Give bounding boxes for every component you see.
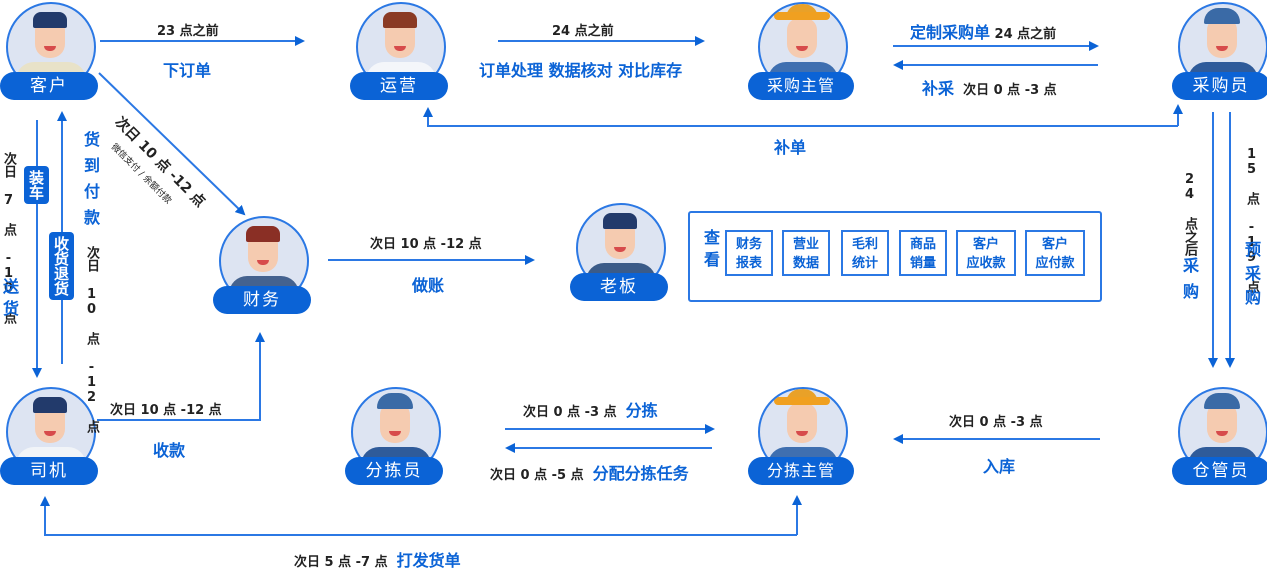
node-customer: 客户 [0,2,100,102]
warehousing-time: 次日 0 点 -3 点 [949,415,1043,430]
view-panel: 查看 财务 报表 营业 数据 毛利 统计 商品 销量 客户 应收款 客户 应付款 [688,211,1102,302]
node-warehouse-keeper: 仓管员 [1172,387,1267,487]
purchase-after-action: 采购 [1180,257,1199,309]
pre-purchase-action: 预采购 [1242,241,1261,313]
view-item-business-data[interactable]: 营业 数据 [782,230,830,276]
collection-time: 次日 10 点 -12 点 [110,403,222,418]
place-order-action: 下订单 [163,61,212,80]
bookkeeping-action: 做账 [412,276,445,295]
print-delivery-label: 次日 5 点 -7 点 打发货单 [294,547,461,571]
view-item-payables[interactable]: 客户 应付款 [1025,230,1085,276]
cod-box: 收货退货 [49,232,74,300]
view-item-financial-report[interactable]: 财务 报表 [725,230,773,276]
purchaser-badge: 采购员 [1172,72,1267,100]
node-purchasing-manager: 采购主管 [748,2,854,102]
order-processing-time: 24 点之前 [552,24,614,39]
custom-purchase-time: 24 点之前 [994,27,1057,42]
node-driver: 司机 [0,387,100,487]
loading-action: 送货 [0,278,19,322]
finance-badge: 财务 [213,286,311,314]
place-order-time: 23 点之前 [157,24,219,39]
arrow-replenish-order [423,107,1178,127]
node-finance: 财务 [213,216,313,316]
cod-action: 货到付款 [81,131,100,235]
replenish-purchase-action: 补采 [922,79,955,98]
print-delivery-action: 打发货单 [396,551,461,570]
sorting-time: 次日 0 点 -3 点 [523,405,617,420]
sorting-action: 分拣 [625,401,658,420]
driver-badge: 司机 [0,457,98,485]
sorting-label: 次日 0 点 -3 点 分拣 [523,397,658,421]
customer-badge: 客户 [0,72,98,100]
assign-sorting-label: 次日 0 点 -5 点 分配分拣任务 [490,460,689,484]
node-boss: 老板 [570,203,670,303]
collection-action: 收款 [153,441,186,460]
pre-purchase-time: 15 点 -19 点 [1244,147,1259,293]
loading-box: 装车 [24,166,49,204]
view-item-product-sales[interactable]: 商品 销量 [899,230,947,276]
assign-sorting-action: 分配分拣任务 [592,464,689,483]
node-sorter: 分拣员 [345,387,445,487]
boss-badge: 老板 [570,273,668,301]
custom-purchase-action: 定制采购单 [910,23,991,42]
node-operations: 运营 [350,2,450,102]
purchase-after-time: 24 点之后 [1182,172,1197,256]
bookkeeping-time: 次日 10 点 -12 点 [370,237,482,252]
replenish-order-action: 补单 [774,138,807,157]
view-item-gross-profit[interactable]: 毛利 统计 [841,230,889,276]
order-processing-action: 订单处理 数据核对 对比库存 [479,61,683,80]
node-sorting-manager: 分拣主管 [748,387,854,487]
warehousing-action: 入库 [983,457,1016,476]
custom-purchase-label: 定制采购单 24 点之前 [910,19,1056,43]
view-item-receivables[interactable]: 客户 应收款 [956,230,1016,276]
cod-time: 次日 10 点 -12 点 [84,246,99,433]
operations-badge: 运营 [350,72,448,100]
purchasing-manager-badge: 采购主管 [748,72,854,100]
sorter-badge: 分拣员 [345,457,443,485]
sorting-manager-badge: 分拣主管 [748,457,854,485]
replenish-purchase-time: 次日 0 点 -3 点 [963,83,1057,98]
arrow-collection [97,332,265,421]
node-purchaser: 采购员 [1172,2,1267,102]
arrow-payment [98,72,246,216]
replenish-purchase-label: 补采 次日 0 点 -3 点 [922,75,1057,99]
assign-sorting-time: 次日 0 点 -5 点 [490,468,584,483]
loading-time: 次日 7 点 -10 点 [1,152,16,324]
view-panel-title: 查看 [701,229,720,273]
print-delivery-time: 次日 5 点 -7 点 [294,555,388,570]
arrow-print-delivery [40,496,797,536]
warehouse-keeper-badge: 仓管员 [1172,457,1267,485]
